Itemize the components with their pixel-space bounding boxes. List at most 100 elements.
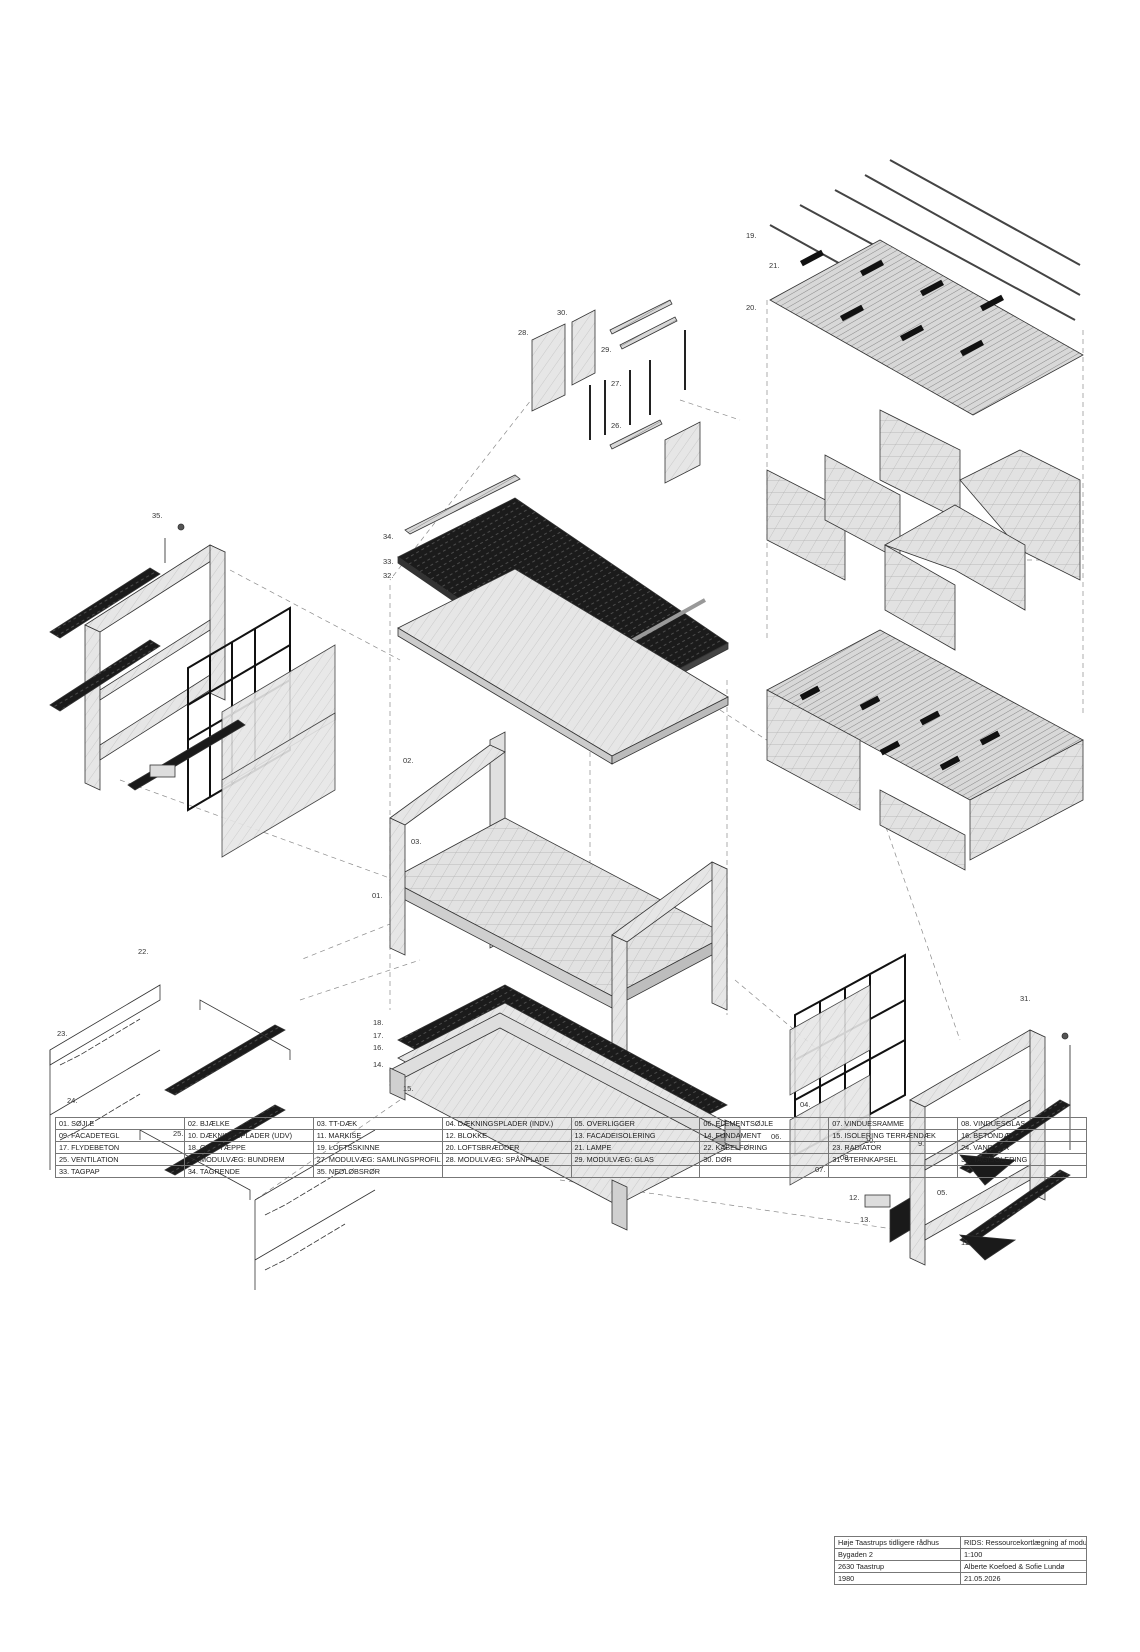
title-block-cell: 1:100 bbox=[960, 1548, 1087, 1561]
callout-23: 23. bbox=[57, 1029, 67, 1038]
legend-cell: 18. GULVTÆPPE bbox=[183, 1141, 314, 1154]
title-block-cell: RIDS: Ressourcekortlægning af modul bbox=[960, 1536, 1087, 1549]
callout-17: 17. bbox=[373, 1031, 383, 1040]
callout-34: 34. bbox=[383, 532, 393, 541]
callout-19: 19. bbox=[746, 231, 756, 240]
title-block-cell: Alberte Koefoed & Sofie Lundø bbox=[960, 1560, 1087, 1573]
callout-05: 05. bbox=[937, 1188, 947, 1197]
legend-cell: 08. VINDUESGLAS bbox=[957, 1117, 1087, 1130]
roof-assembly bbox=[397, 474, 729, 765]
legend-cell: 06. ELEMENTSØJLE bbox=[699, 1117, 830, 1130]
title-block-cell: 2630 Taastrup bbox=[834, 1560, 961, 1573]
legend-cell: 30. DØR bbox=[699, 1153, 830, 1166]
callout-01: 01. bbox=[372, 891, 382, 900]
legend-cell: 35. NEDLØBSRØR bbox=[312, 1165, 443, 1178]
callout-28: 28. bbox=[518, 328, 528, 337]
legend-cell: 01. SØJLE bbox=[55, 1117, 185, 1130]
callout-27: 27. bbox=[611, 379, 621, 388]
legend-cell: 11. MARKISE bbox=[312, 1129, 443, 1142]
legend-cell: 14. FUNDAMENT bbox=[699, 1129, 830, 1142]
left-facade-assembly bbox=[49, 523, 336, 858]
floor-slab-assembly bbox=[389, 984, 741, 1231]
legend-cell: 34. TAGRENDE bbox=[183, 1165, 314, 1178]
callout-16: 16. bbox=[373, 1043, 383, 1052]
legend-cell: 19. LOFTSSKINNE bbox=[312, 1141, 443, 1154]
title-block-cell: Bygaden 2 bbox=[834, 1548, 961, 1561]
callout-30: 30. bbox=[557, 308, 567, 317]
legend-cell: 26. MODULVÆG: BUNDREM bbox=[183, 1153, 314, 1166]
callout-14: 14. bbox=[373, 1060, 383, 1069]
legend-cell: 22. KABELFØRING bbox=[699, 1141, 830, 1154]
legend-cell: 13. FACADEISOLERING bbox=[570, 1129, 701, 1142]
legend-cell: 33. TAGPAP bbox=[55, 1165, 185, 1178]
legend-cell: 29. MODULVÆG: GLAS bbox=[570, 1153, 701, 1166]
legend-cell: 03. TT-DÆK bbox=[312, 1117, 443, 1130]
legend-cell: 09. FACADETEGL bbox=[55, 1129, 185, 1142]
callout-13: 13. bbox=[860, 1215, 870, 1224]
legend-cell bbox=[570, 1165, 701, 1178]
callout-11: 11. bbox=[961, 1238, 971, 1247]
callout-29: 29. bbox=[601, 345, 611, 354]
legend-cell: 16. BETONDÆK bbox=[957, 1129, 1087, 1142]
column-beam-frame bbox=[389, 731, 728, 1161]
legend-cell: 10. DÆKNINGSPLADER (UDV) bbox=[183, 1129, 314, 1142]
callout-20: 20. bbox=[746, 303, 756, 312]
callout-32: 32. bbox=[383, 571, 393, 580]
legend-cell: 04. DÆKNINGSPLADER (INDV.) bbox=[441, 1117, 572, 1130]
callout-04: 04. bbox=[800, 1100, 810, 1109]
title-block-cell: 21.05.2026 bbox=[960, 1572, 1087, 1585]
legend-cell: 25. VENTILATION bbox=[55, 1153, 185, 1166]
legend-cell bbox=[957, 1165, 1087, 1178]
title-block-cell: Høje Taastrups tidligere rådhus bbox=[834, 1536, 961, 1549]
legend-cell bbox=[441, 1165, 572, 1178]
legend-cell: 15. ISOLERING TERRÆNDÆK bbox=[828, 1129, 959, 1142]
legend-cell bbox=[699, 1165, 830, 1178]
legend-cell: 27. MODULVÆG: SAMLINGSPROFIL bbox=[312, 1153, 443, 1166]
callout-03: 03. bbox=[411, 837, 421, 846]
callout-02: 02. bbox=[403, 756, 413, 765]
legend-cell: 32. TAGISOLERING bbox=[957, 1153, 1087, 1166]
legend-cell: 05. OVERLIGGER bbox=[570, 1117, 701, 1130]
title-block-cell: 1980 bbox=[834, 1572, 961, 1585]
legend-cell: 20. LOFTSBRÆDDER bbox=[441, 1141, 572, 1154]
gutter bbox=[404, 474, 521, 535]
callout-21: 21. bbox=[769, 261, 779, 270]
legend-cell: 23. RADIATOR bbox=[828, 1141, 959, 1154]
callout-24: 24. bbox=[67, 1096, 77, 1105]
legend-cell: 31. STERNKAPSEL bbox=[828, 1153, 959, 1166]
partition-walls bbox=[766, 409, 1081, 651]
callout-33: 33. bbox=[383, 557, 393, 566]
legend-cell: 24. VANDRØR bbox=[957, 1141, 1087, 1154]
callout-18: 18. bbox=[373, 1018, 383, 1027]
legend-cell: 12. BLOKKE bbox=[441, 1129, 572, 1142]
modular-wall-parts bbox=[531, 299, 701, 484]
legend-cell: 07. VINDUESRAMME bbox=[828, 1117, 959, 1130]
callout-31: 31. bbox=[1020, 994, 1030, 1003]
legend-cell: 17. FLYDEBETON bbox=[55, 1141, 185, 1154]
callout-15: 15. bbox=[403, 1084, 413, 1093]
legend-cell bbox=[828, 1165, 959, 1178]
legend-cell: 02. BJÆLKE bbox=[183, 1117, 314, 1130]
callout-12: 12. bbox=[849, 1193, 859, 1202]
foundation bbox=[389, 1067, 406, 1101]
legend-cell: 21. LAMPE bbox=[570, 1141, 701, 1154]
ceiling-module bbox=[766, 629, 1084, 871]
ceiling-assembly bbox=[769, 159, 1084, 416]
column-left bbox=[389, 817, 406, 956]
ceiling-boards bbox=[769, 239, 1084, 416]
legend-cell: 28. MODULVÆG: SPÅNPLADE bbox=[441, 1153, 572, 1166]
callout-35: 35. bbox=[152, 511, 162, 520]
callout-22: 22. bbox=[138, 947, 148, 956]
